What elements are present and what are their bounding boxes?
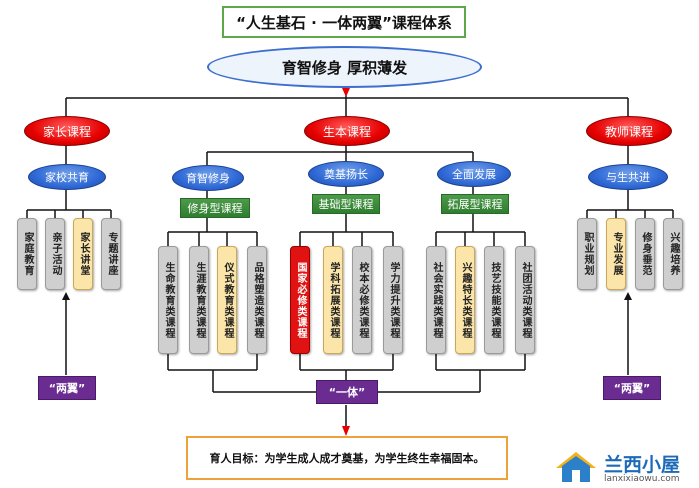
student-course-oval: 生本课程 (304, 116, 390, 146)
parent-card: 家庭教育 (17, 218, 37, 290)
teacher-card: 专业发展 (606, 218, 626, 290)
basic-type-box: 基础型课程 (312, 194, 380, 214)
education-goal-box: 育人目标：为学生成人成才奠基，为学生终生幸福固本。 (186, 436, 508, 480)
basic-card: 校本必修类课程 (352, 246, 372, 354)
parent-card: 家长讲堂 (73, 218, 93, 290)
site-logo: 兰西小屋 lanxixiaowu.com (552, 448, 697, 486)
cultivate-card: 仪式教育类课程 (217, 246, 237, 354)
expansion-card: 技艺技能类课程 (484, 246, 504, 354)
cultivate-card: 生命教育类课程 (158, 246, 178, 354)
basic-card: 学科拓展类课程 (323, 246, 343, 354)
expansion-card: 社团活动类课程 (515, 246, 535, 354)
motto-oval: 育智修身 厚积薄发 (207, 46, 482, 88)
foundation-oval: 奠基扬长 (308, 161, 384, 187)
expansion-card: 兴趣特长类课程 (455, 246, 475, 354)
expansion-card: 社会实践类课程 (426, 246, 446, 354)
logo-url: lanxixiaowu.com (604, 474, 680, 484)
basic-card: 国家必修类课程 (290, 246, 310, 354)
one-body-label: “一体” (316, 380, 378, 404)
basic-card: 学力提升类课程 (383, 246, 403, 354)
page-title: “人生基石 · 一体两翼”课程体系 (222, 6, 466, 38)
logo-name: 兰西小屋 (604, 454, 681, 476)
home-school-oval: 家校共育 (28, 164, 106, 190)
teacher-card: 职业规划 (577, 218, 597, 290)
house-icon (556, 452, 596, 482)
all-round-oval: 全面发展 (437, 161, 511, 187)
teacher-card: 兴趣培养 (663, 218, 683, 290)
cultivate-oval: 育智修身 (172, 165, 244, 191)
right-wing-label: “两翼” (603, 376, 661, 400)
teacher-card: 修身垂范 (635, 218, 655, 290)
grow-together-oval: 与生共进 (588, 164, 668, 190)
cultivate-card: 品格塑造类课程 (247, 246, 267, 354)
expansion-type-box: 拓展型课程 (441, 194, 509, 214)
left-wing-label: “两翼” (38, 376, 96, 400)
parent-card: 专题讲座 (101, 218, 121, 290)
parent-card: 亲子活动 (45, 218, 65, 290)
parent-course-oval: 家长课程 (24, 116, 110, 146)
cultivate-card: 生涯教育类课程 (189, 246, 209, 354)
self-cultivation-type-box: 修身型课程 (180, 198, 250, 218)
teacher-course-oval: 教师课程 (586, 116, 672, 146)
